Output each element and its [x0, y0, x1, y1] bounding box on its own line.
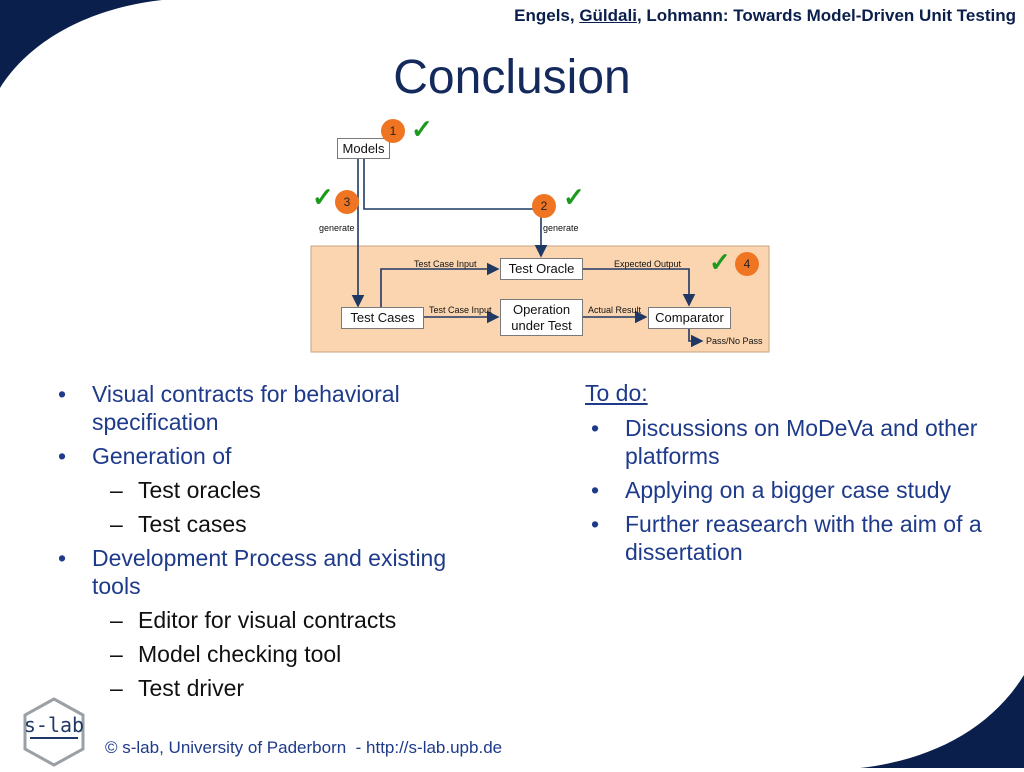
pass-no-pass-label: Pass/No Pass: [706, 336, 763, 346]
arrow-oracle-to-comparator: [583, 268, 696, 307]
logo-text: s-lab: [23, 713, 85, 737]
test-case-input-label-top: Test Case Input: [414, 259, 477, 269]
operation-under-test-box: Operation under Test: [500, 299, 583, 336]
step-badge-1: 1: [381, 119, 405, 143]
step-badge-4: 4: [735, 252, 759, 276]
generate-label-right: generate: [543, 223, 579, 233]
checkmark-icon-4: ✓: [709, 247, 731, 277]
top-left-corner-decoration: [0, 0, 162, 88]
bottom-right-corner-decoration: [860, 675, 1024, 768]
highlighted-author: Güldali: [579, 6, 637, 25]
test-cases-box: Test Cases: [341, 307, 424, 329]
todo-heading: To do:: [585, 380, 648, 406]
comparator-box: Comparator: [648, 307, 731, 329]
step-badge-3: 3: [335, 190, 359, 214]
step-badge-2: 2: [532, 194, 556, 218]
footer-text: © s-lab, University of Paderborn - http:…: [105, 738, 503, 757]
list-item: Test cases: [52, 510, 472, 538]
list-item: Editor for visual contracts: [52, 606, 472, 634]
list-item: Test driver: [52, 674, 472, 702]
arrow-test-cases-to-oracle: [380, 262, 500, 307]
list-item: Applying on a bigger case study: [585, 476, 1010, 504]
actual-result-label: Actual Result: [588, 305, 642, 315]
list-item: Visual contracts for behavioral specific…: [52, 380, 472, 436]
checkmark-icon-1: ✓: [411, 114, 433, 144]
models-box: Models: [337, 138, 390, 159]
slide-header: Engels, Güldali, Lohmann: Towards Model-…: [514, 6, 1016, 25]
list-item: Development Process and existing tools: [52, 544, 472, 600]
expected-output-label: Expected Output: [614, 259, 682, 269]
checkmark-icon-2: ✓: [563, 182, 585, 212]
list-item: Further reasearch with the aim of a diss…: [585, 510, 1010, 566]
slide-title: Conclusion: [393, 51, 631, 104]
s-lab-logo: s-lab: [22, 697, 86, 772]
generate-label-left: generate: [319, 223, 355, 233]
todo-list: Discussions on MoDeVa and other platform…: [585, 414, 1010, 566]
list-item: Test oracles: [52, 476, 472, 504]
arrow-comparator-to-result: [688, 329, 704, 348]
left-bullet-list: Visual contracts for behavioral specific…: [52, 380, 472, 702]
list-item: Discussions on MoDeVa and other platform…: [585, 414, 1010, 470]
test-case-input-label-mid: Test Case Input: [429, 305, 492, 315]
list-item: Generation of: [52, 442, 472, 470]
test-oracle-box: Test Oracle: [500, 258, 583, 280]
list-item: Model checking tool: [52, 640, 472, 668]
arrow-models-to-test-oracle: [363, 159, 548, 258]
checkmark-icon-3: ✓: [312, 182, 334, 212]
